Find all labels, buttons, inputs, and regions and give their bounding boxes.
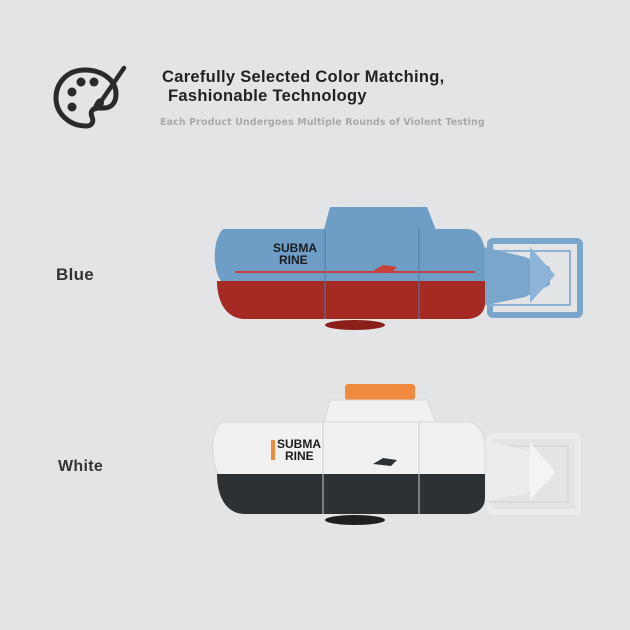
white-sub-logo-line1: SUBMA (277, 437, 321, 451)
white-submarine-image: SUBMA RINE (212, 384, 581, 525)
headline: Carefully Selected Color Matching, Fashi… (162, 68, 445, 106)
white-sub-logo-line2: RINE (285, 449, 314, 463)
headline-line-1: Carefully Selected Color Matching, (162, 68, 445, 86)
blue-sub-logo-line2: RINE (279, 253, 308, 267)
blue-submarine-image: SUBMA RINE (214, 193, 583, 330)
headline-line-2: Fashionable Technology (168, 87, 367, 105)
variant-label-white: White (58, 458, 104, 475)
variant-label-blue: Blue (56, 265, 95, 284)
subheadline: Each Product Undergoes Multiple Rounds o… (160, 117, 485, 128)
palette-brush-icon (53, 65, 127, 129)
blue-sub-logo-line1: SUBMA (273, 241, 317, 255)
